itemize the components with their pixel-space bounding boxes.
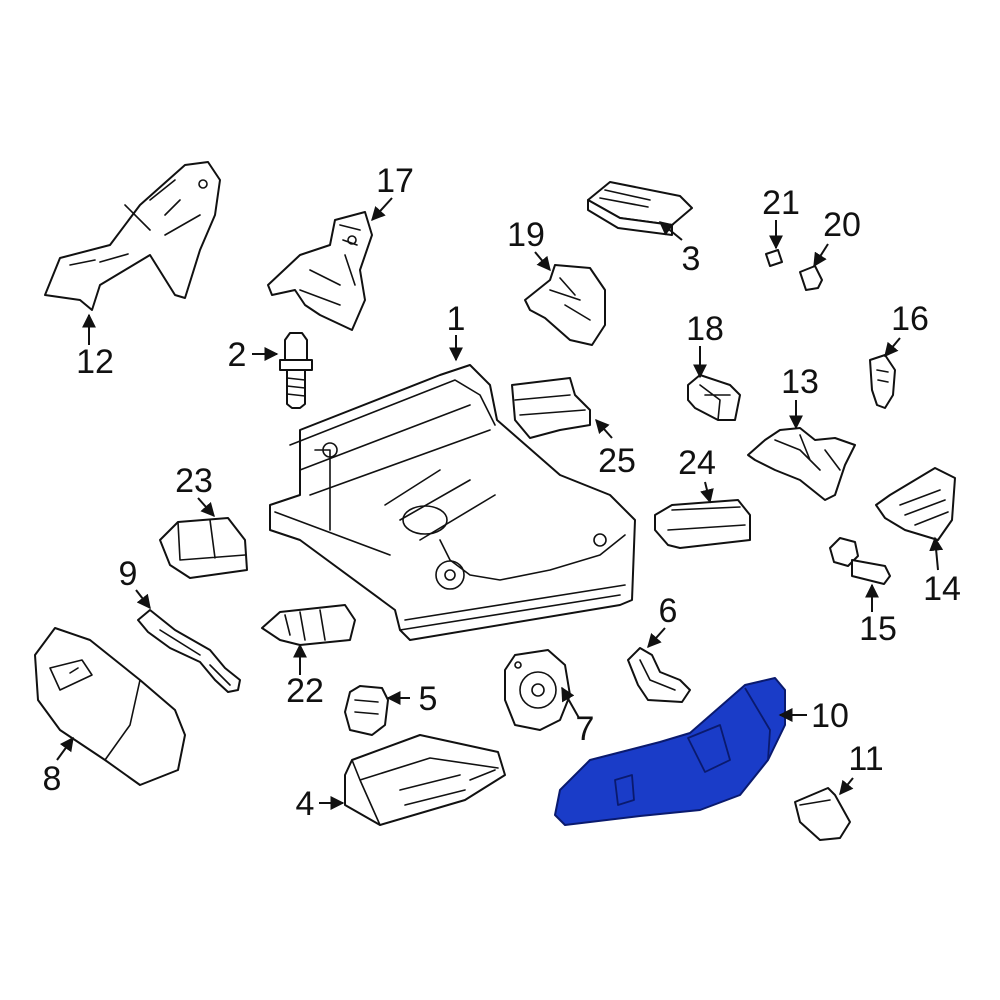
callout-2: 2 [228,336,247,374]
part-24-cover[interactable] [654,499,751,549]
callout-5: 5 [419,680,438,718]
part-1-seat-frame[interactable] [269,364,636,641]
part-6-switch-cover[interactable] [627,647,691,703]
part-13-bracket[interactable] [747,427,856,501]
part-2-bolt[interactable] [279,332,313,409]
callout-15: 15 [859,610,897,648]
part-9-bracket[interactable] [137,609,241,693]
callout-4: 4 [296,785,315,823]
callout-20: 20 [823,206,861,244]
part-12-backrest-bracket[interactable] [44,161,221,311]
part-14-cover[interactable] [875,467,956,541]
callout-19: 19 [507,216,545,254]
callout-23: 23 [175,462,213,500]
callout-11: 11 [848,740,883,778]
callout-22: 22 [286,672,324,710]
part-23-cover[interactable] [159,517,248,579]
callout-14: 14 [923,570,961,608]
callout-labels: 1 2 3 4 5 6 7 8 9 10 11 12 13 14 15 16 1… [43,162,961,823]
part-25-bracket[interactable] [511,377,591,439]
callout-10: 10 [811,697,849,735]
part-7-motor[interactable] [504,649,571,731]
part-4-control-module[interactable] [344,734,506,826]
part-15-bolt[interactable] [829,537,891,585]
part-5-switch[interactable] [344,685,389,736]
part-8-side-cover[interactable] [34,627,186,786]
callout-9: 9 [119,555,138,593]
part-22-bracket[interactable] [261,604,356,646]
part-16-cover[interactable] [869,354,896,409]
callout-16: 16 [891,300,929,338]
part-20-clip[interactable] [799,265,823,291]
callout-13: 13 [781,363,819,401]
part-17-bracket[interactable] [267,211,373,331]
part-19-cover[interactable] [524,264,606,346]
callout-18: 18 [686,310,724,348]
leader-lines [56,197,944,810]
callout-12: 12 [76,343,114,381]
callout-3: 3 [682,240,701,278]
callout-25: 25 [598,442,636,480]
part-21-cap[interactable] [765,249,783,267]
callout-21: 21 [762,184,800,222]
part-3-module[interactable] [587,181,693,236]
callout-8: 8 [43,760,62,798]
part-10-seat-side-cover[interactable] [554,677,786,826]
part-18-trim[interactable] [687,374,741,421]
callout-7: 7 [576,710,595,748]
part-11-clip[interactable] [794,787,851,841]
callout-24: 24 [678,444,716,482]
callout-1: 1 [447,300,466,338]
callout-17: 17 [376,162,414,200]
callout-6: 6 [659,592,678,630]
